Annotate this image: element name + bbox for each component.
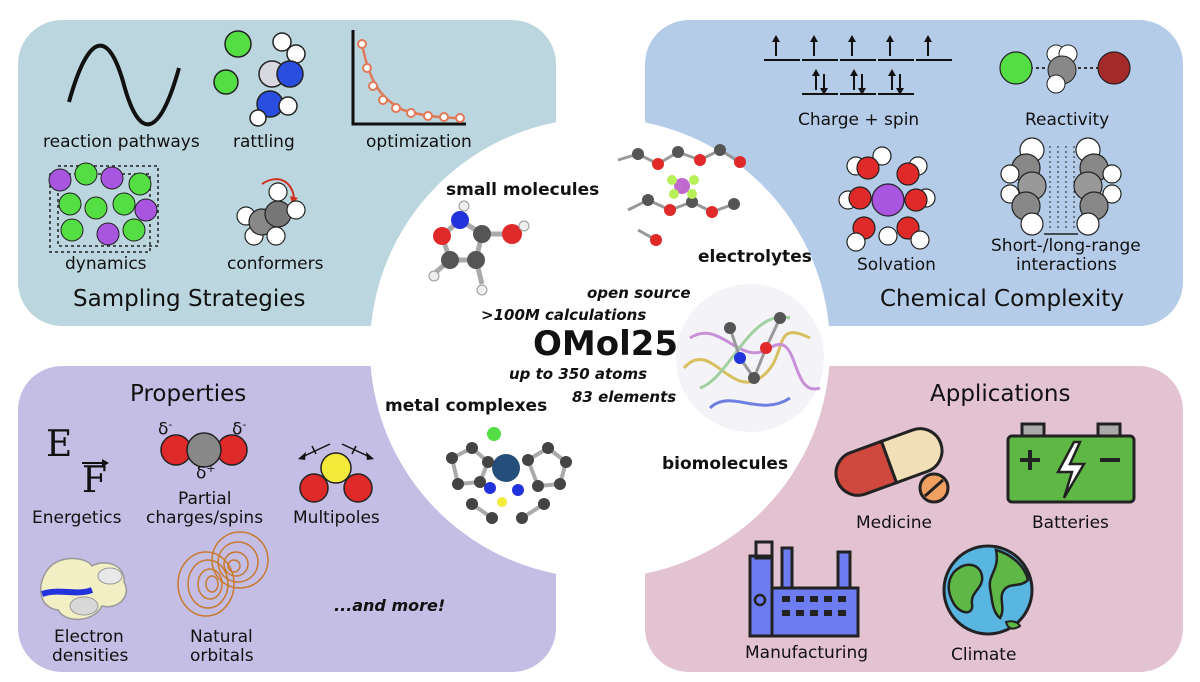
batteries-label: Batteries [1032,513,1109,533]
delta-minus-right: δ- [232,418,247,440]
interactions-label-line2: interactions [1016,255,1117,275]
medicine-label: Medicine [856,513,932,533]
dynamics-label: dynamics [65,254,147,274]
delta-plus: δ+ [196,462,216,484]
interactions-label-line1: Short-/long-range [991,236,1141,256]
sine-wave-icon [67,43,181,127]
small-molecules-label: small molecules [446,180,600,200]
biomolecule-protein-icon [676,284,824,432]
charge-spin-label: Charge + spin [798,110,920,130]
partial-charges-label-line1: Partial [178,489,232,509]
climate-label: Climate [951,645,1017,665]
conformers-label: conformers [227,254,324,274]
delta-minus-left: δ- [158,418,173,440]
atoms-label: up to 350 atoms [509,365,648,383]
electrolytes-label: electrolytes [698,247,812,267]
and-more-label: ...and more! [334,596,446,615]
solvation-cluster-icon [838,146,936,252]
open-source-label: open source [587,284,691,302]
calculations-label: >100M calculations [481,306,647,324]
natural-orbitals-icon [177,531,269,617]
factory-icon [748,540,860,638]
interactions-molecules-icon [1000,137,1122,236]
chemical-complexity-title: Chemical Complexity [880,286,1124,312]
vector-arrow-icon [82,459,109,467]
electron-densities-label-line1: Electron [54,627,124,647]
energy-symbol: E [46,424,73,465]
reaction-pathways-label: reaction pathways [43,132,200,152]
energetics-label: Energetics [32,508,122,528]
reactivity-label: Reactivity [1025,110,1110,130]
force-symbol: F [82,460,107,501]
dynamics-box-icon [48,162,159,253]
reactivity-molecule-icon [999,44,1131,94]
charge-spin-orbitals-icon [764,35,952,95]
elements-label: 83 elements [572,388,677,406]
optimization-label: optimization [366,132,472,152]
electrolyte-molecules-icon [617,144,746,246]
small-molecule-icon [428,200,530,296]
electron-density-icon [39,557,127,620]
metal-complexes-label: metal complexes [385,396,548,416]
medicine-pill-icon [834,427,950,504]
manufacturing-label: Manufacturing [745,643,869,663]
multipoles-molecule-icon [298,443,374,503]
conformers-molecule-icon [236,178,306,246]
rattling-label: rattling [233,132,295,152]
rattling-atoms-icon [213,30,306,127]
natural-orbitals-label-line1: Natural [190,627,253,647]
natural-orbitals-label-line2: orbitals [190,646,254,666]
earth-globe-icon [942,544,1034,636]
biomolecules-label: biomolecules [662,454,789,474]
partial-charges-molecule-icon [160,432,248,468]
partial-charges-label-line2: charges/spins [146,508,264,528]
solvation-label: Solvation [857,255,936,275]
metal-complex-icon [446,427,572,524]
sampling-strategies-title: Sampling Strategies [73,286,306,312]
multipoles-label: Multipoles [293,508,380,528]
omol25-title: OMol25 [533,324,679,364]
battery-icon [1006,422,1136,504]
applications-title: Applications [930,381,1071,407]
properties-title: Properties [130,381,247,407]
optimization-curve-icon [351,30,466,126]
electron-densities-label-line2: densities [52,646,129,666]
